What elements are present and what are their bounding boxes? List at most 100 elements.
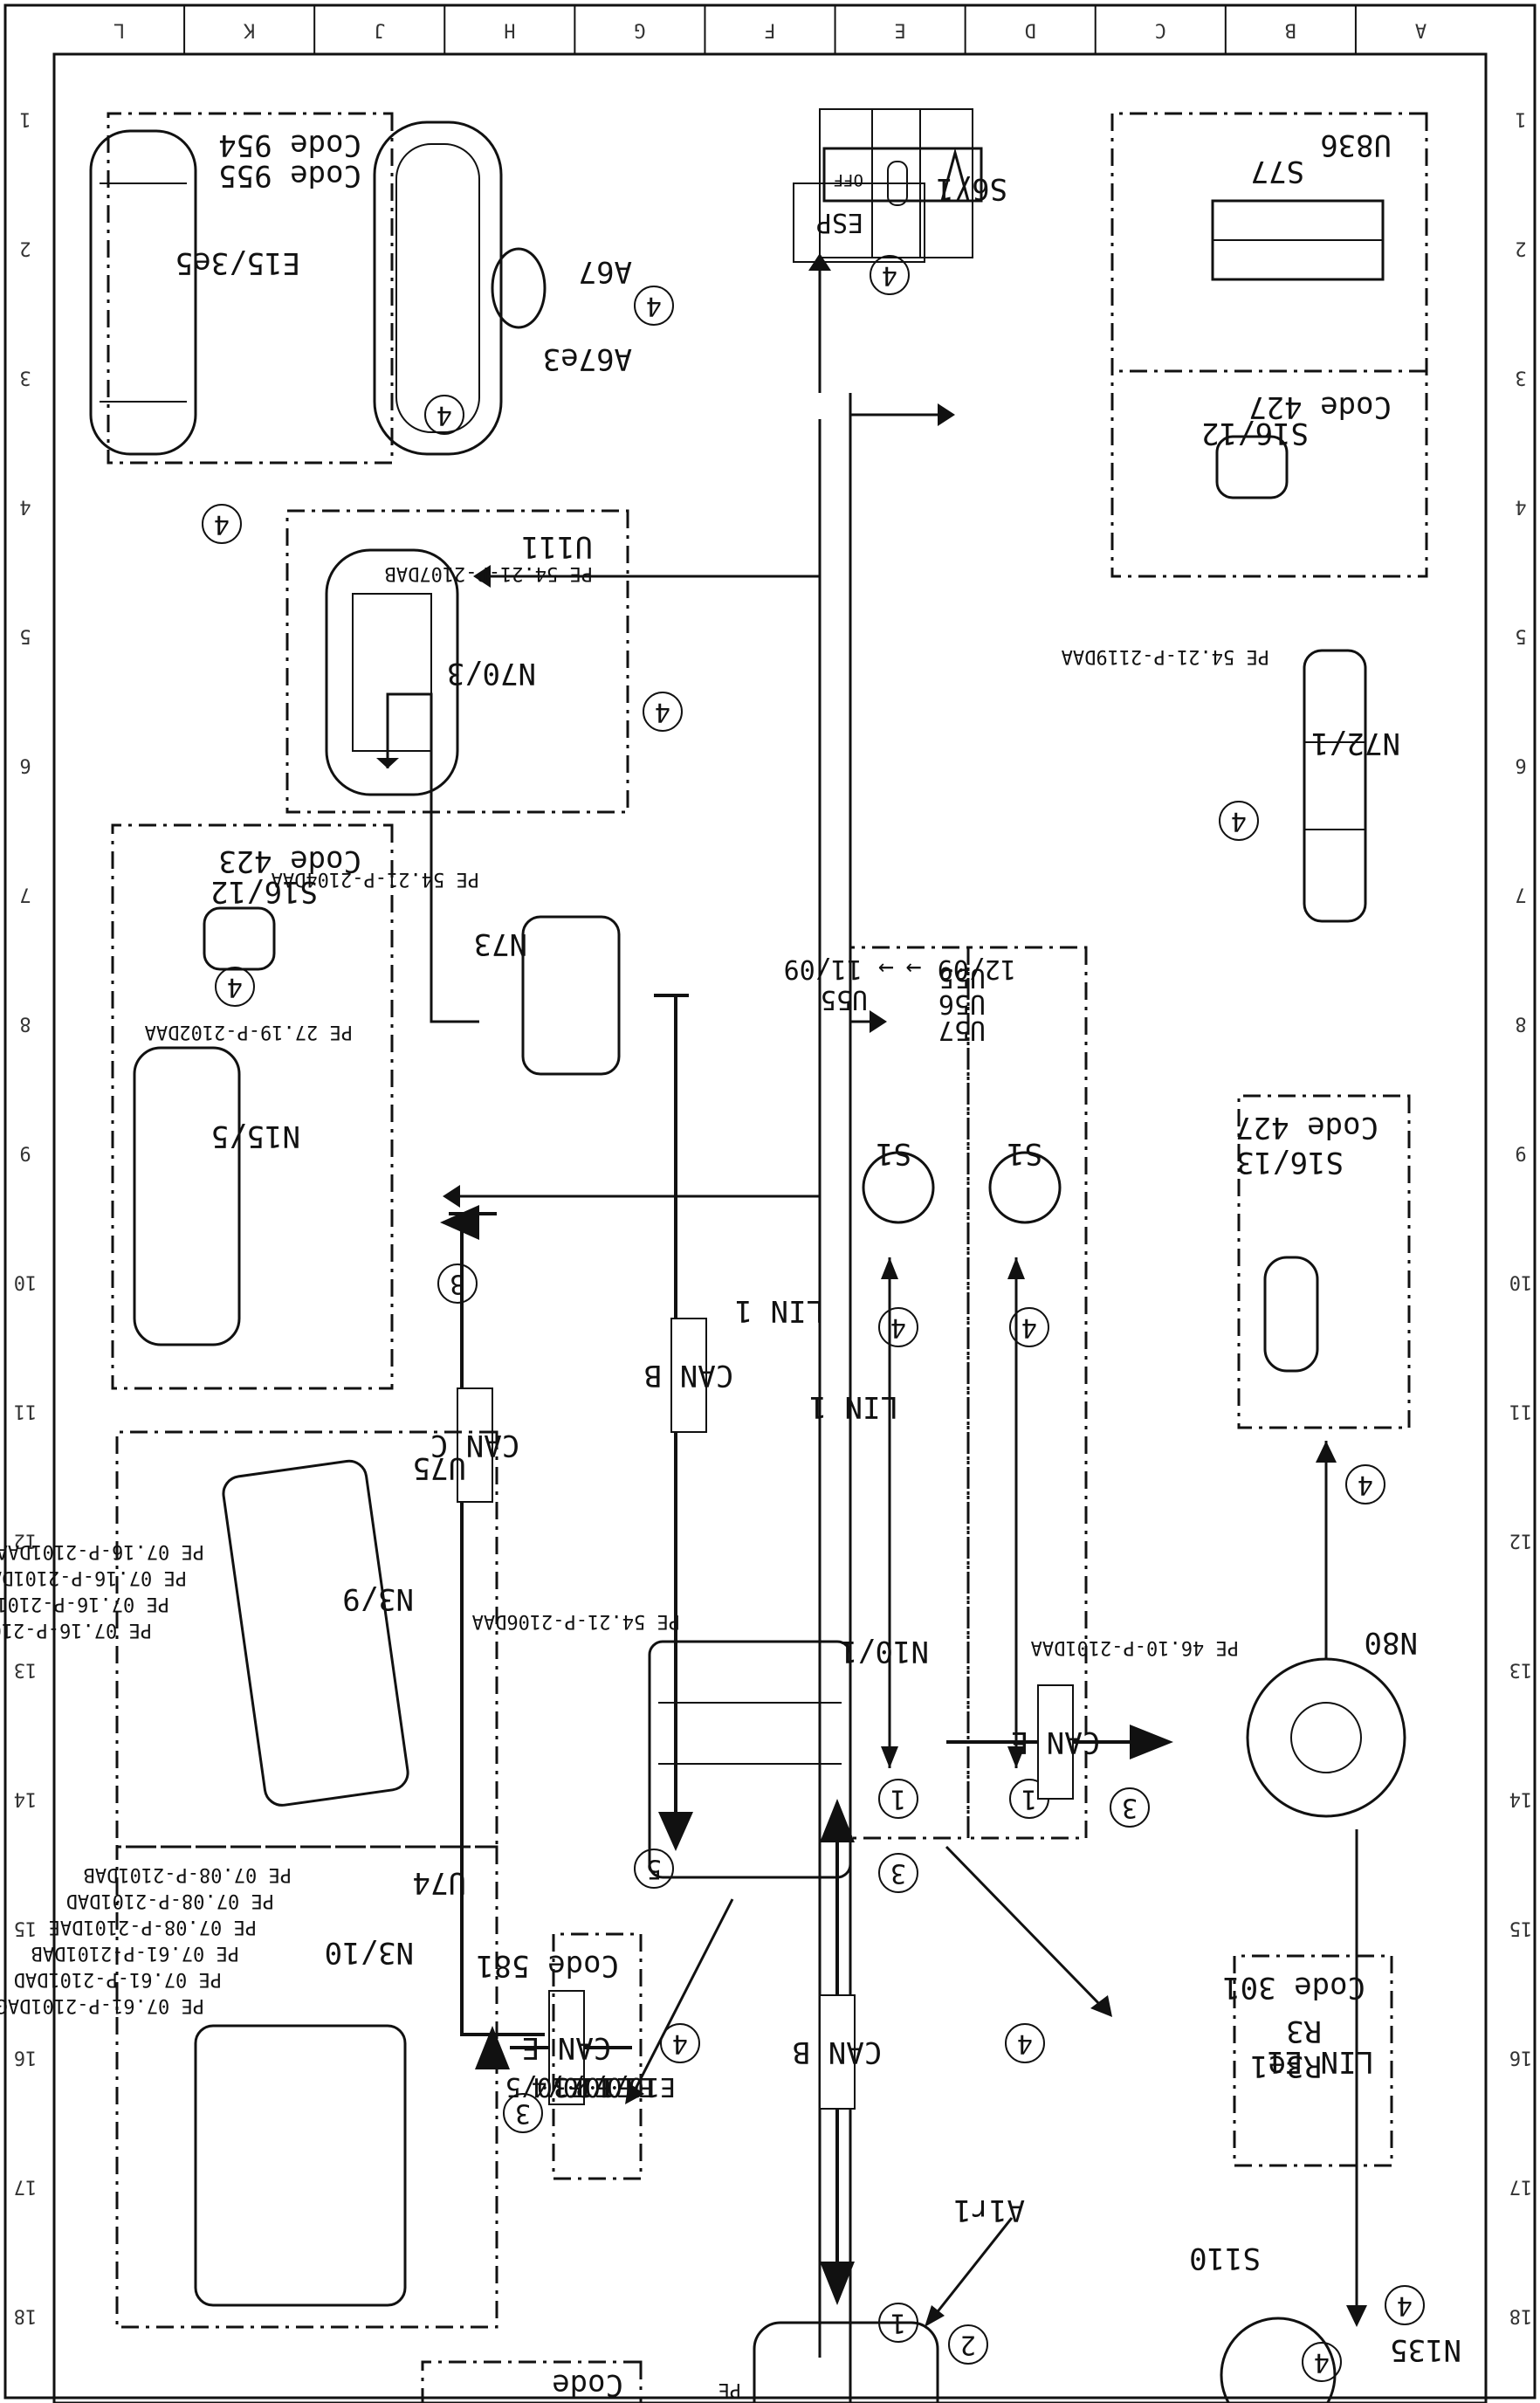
can-b-bottom-arrow-top [820, 1799, 855, 1842]
code427b-block: Code 427 S16/13 [1235, 1094, 1411, 1429]
grid-row-10-bottom: 10 [14, 1271, 38, 1293]
can-e-left-arrow [475, 2026, 510, 2069]
can-c-label: CAN C [430, 1428, 519, 1463]
code427b-code: Code 427 [1235, 1110, 1378, 1145]
u75-ref-3: PE 07.16-P-2101DAI [0, 1619, 152, 1641]
n80-block: N80 PE 46.10-P-2101DAA [1031, 1589, 1418, 1818]
grid-row-4-bottom: 4 [19, 496, 31, 518]
lin-e1-label: LIN E1 [1267, 2044, 1374, 2079]
can-b-top-box [670, 1318, 707, 1433]
s1-new-body [988, 1151, 1062, 1224]
grid-row-14-top: 14 [1509, 1788, 1533, 1810]
u836-block: U836 S77 Code 427 S16/12 [1110, 112, 1428, 578]
grid-row-16-bottom: 16 [14, 2047, 38, 2069]
u74-ref-1: PE 07.08-P-2101DAD [66, 1890, 274, 1911]
grid-row-11-top: 11 [1509, 1401, 1533, 1422]
s1-new-var-2: U57 [938, 1015, 986, 1045]
code954-label: Code 954 [218, 127, 361, 162]
u75-code: U75 [413, 1450, 466, 1485]
n70-3-label: N70/3 [447, 656, 536, 691]
grid-row-14-bottom: 14 [14, 1788, 38, 1810]
code301-code: Code 301 [1222, 1970, 1365, 2005]
can-e-right-label: CAN E [1011, 1725, 1100, 1759]
marker-3-canb: 3 [878, 1853, 918, 1893]
grid-column-l: L [113, 19, 125, 41]
inner-frame [52, 52, 1488, 2403]
u836-code: U836 [1320, 127, 1392, 162]
grid-row-3-bottom: 3 [19, 367, 31, 389]
marker-3-n15: 3 [437, 1263, 478, 1304]
grid-row-9-top: 9 [1515, 1142, 1526, 1164]
n72-1-ref: PE 54.21-P-2119DAA [1062, 645, 1269, 667]
outer-frame [3, 3, 1537, 2400]
code423-code: Code 423 [218, 843, 361, 878]
svg-text:3: 3 [1122, 1793, 1138, 1823]
grid-row-17-top: 17 [1509, 2176, 1533, 2198]
s16-13-label: S16/13 [1236, 1145, 1344, 1180]
n73-label: N73 [474, 926, 527, 961]
grid-column-d: D [1025, 19, 1036, 41]
grid-column-j: J [374, 19, 385, 41]
svg-text:3: 3 [515, 2098, 531, 2129]
grid-row-2-bottom: 2 [19, 238, 31, 259]
n135-label: N135 [1390, 2332, 1461, 2367]
n80-label: N80 [1365, 1625, 1418, 1660]
can-e-right-arrow [1130, 1725, 1173, 1759]
s110-wheel [1220, 2317, 1337, 2403]
n3-10-body [194, 2024, 407, 2307]
svg-text:4: 4 [1397, 2290, 1413, 2321]
a1r1-label: A1r1 [953, 2193, 1025, 2227]
grid-column-g: G [634, 19, 645, 41]
a67-label: A67 [579, 254, 632, 289]
grid-row-12-top: 12 [1509, 1530, 1533, 1552]
n73-body [521, 915, 621, 1076]
grid-row-7-top: 7 [1515, 884, 1526, 905]
marker-3-u74: 3 [503, 2093, 543, 2133]
s16-12-b-icon [203, 906, 276, 971]
grid-row-5-top: 5 [1515, 625, 1526, 647]
marker-4-s1-new: 4 [1009, 1307, 1049, 1347]
esp-off-label: OFF [834, 170, 863, 189]
marker-4-s110: 4 [1302, 2342, 1342, 2382]
n73-block: N73 PE 54.21-P-2104DAA [272, 868, 621, 1076]
grid-row-1-bottom: 1 [19, 108, 31, 130]
e10-5-label: E10/5 [505, 2071, 584, 2102]
u111-block: U111 PE 54.21-P-2107DAB N70/3 [285, 509, 629, 814]
n72-1-block: N72/1 PE 54.21-P-2119DAA [1062, 645, 1400, 923]
esp-label: ESP [816, 207, 863, 238]
can-e-right-box [1037, 1684, 1074, 1800]
can-e-left-box [548, 1990, 585, 2105]
can-e-left-label: CAN E [522, 2030, 611, 2065]
marker-4-n70: 4 [643, 692, 683, 732]
grid-row-16-top: 16 [1509, 2047, 1533, 2069]
n3-9-label: N3/9 [342, 1581, 414, 1616]
svg-text:4: 4 [437, 400, 452, 430]
grid-column-c: C [1155, 19, 1166, 41]
grid-row-5-bottom: 5 [19, 625, 31, 647]
svg-text:2: 2 [960, 2330, 976, 2360]
u75-ref-2: PE 07.16-P-2101DAH [0, 1593, 169, 1615]
e10-3-label: E10/3 [553, 2071, 632, 2102]
can-arrowheads [440, 1205, 693, 1851]
code427a-code: Code 427 [1248, 389, 1392, 424]
s1-old-block: → 11/09 U55 S1 LIN 1 [784, 946, 970, 1840]
u74-ref-4: PE 07.61-P-2101DAD [14, 1968, 222, 1990]
grid-column-f: F [764, 19, 775, 41]
marker-4-s61: 4 [870, 255, 910, 295]
s110-label: S110 [1189, 2241, 1261, 2276]
marker-4-s16-12b: 4 [215, 967, 255, 1007]
can-b-bottom-arrow-bottom [820, 2262, 855, 2305]
lin1-s1-label: LIN 1 [809, 1389, 898, 1424]
n80-ref: PE 46.10-P-2101DAA [1031, 1636, 1239, 1658]
marker-3-n80: 3 [1110, 1787, 1150, 1828]
marker-4-u836: 4 [424, 395, 464, 435]
grid-row-10-top: 10 [1509, 1271, 1533, 1293]
grid-column-h: H [504, 19, 515, 41]
svg-text:4: 4 [1358, 1470, 1373, 1500]
code581-code: Code 581 [476, 1948, 619, 1983]
s1-old-var-0: U55 [821, 984, 868, 1015]
